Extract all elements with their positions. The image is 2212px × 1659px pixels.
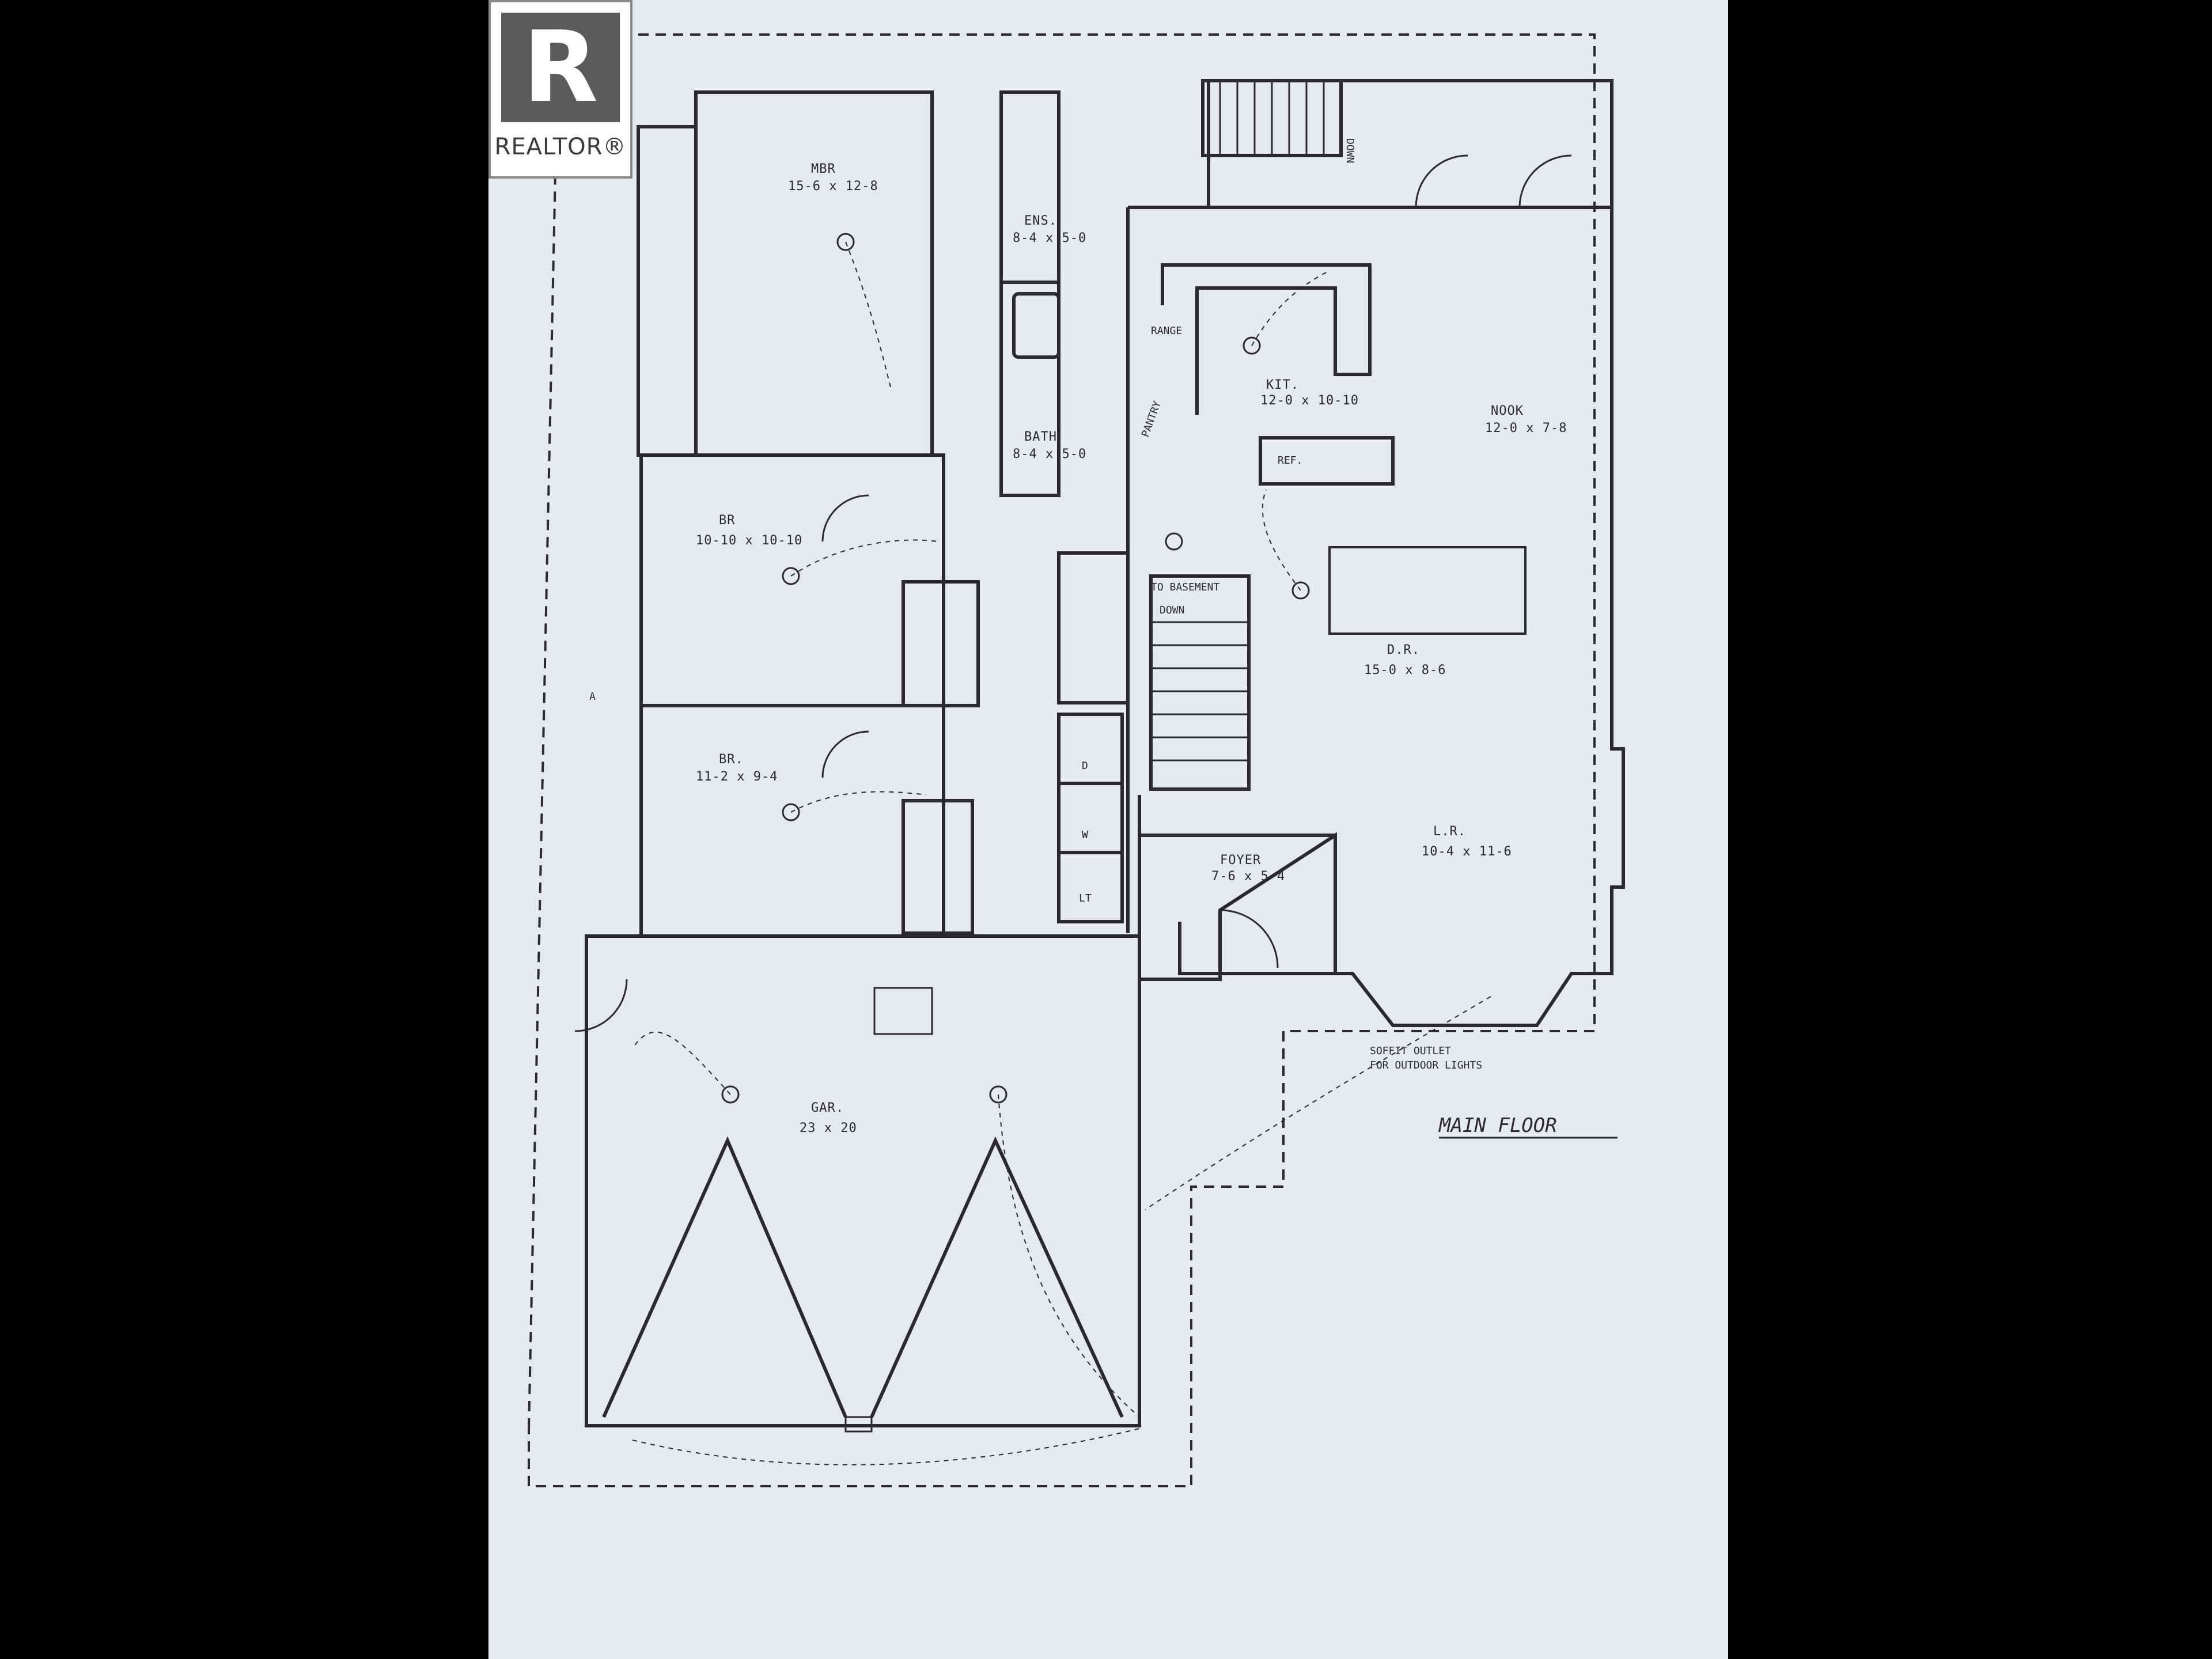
- note-outdoor-lights: FOR OUTDOOR LIGHTS: [1370, 1059, 1482, 1071]
- room-name-foyer: FOYER: [1220, 853, 1261, 868]
- note-ref: REF.: [1278, 454, 1302, 467]
- note-to-basement: TO BASEMENT: [1151, 581, 1219, 593]
- room-name-lr: L.R.: [1433, 824, 1466, 839]
- plan-title: MAIN FLOOR: [1438, 1114, 1557, 1137]
- wall-bath: [999, 281, 1060, 497]
- note-down-stair: DOWN: [1160, 604, 1184, 616]
- room-name-bath: BATH: [1024, 430, 1057, 444]
- wall-ensuite: [999, 90, 1060, 284]
- door-swing: [1415, 154, 1468, 208]
- wall-garage: [585, 934, 1141, 1427]
- realtor-logo: R REALTOR®: [488, 0, 632, 179]
- note-down-rear: DOWN: [1344, 138, 1356, 163]
- wall-kitchen-living: [1128, 206, 1625, 1027]
- room-name-ens: ENS.: [1024, 214, 1057, 228]
- room-size-foyer: 7-6 x 5-4: [1211, 869, 1285, 884]
- room-size-br1: 10-10 x 10-10: [696, 533, 802, 548]
- room-size-gar: 23 x 20: [800, 1121, 857, 1135]
- note-laundry-lt: LT: [1079, 892, 1092, 904]
- room-name-gar: GAR.: [811, 1101, 844, 1115]
- door-swing: [574, 979, 628, 1032]
- logo-wordmark: REALTOR®: [494, 134, 627, 160]
- hall-closet: [1057, 551, 1130, 704]
- floor-plan-drawing: MBR 15-6 x 12-8 ENS. 8-4 x 5-0 BATH 8-4 …: [528, 33, 1625, 1487]
- room-size-nook: 12-0 x 7-8: [1485, 421, 1567, 435]
- wall-mbr: [694, 90, 934, 457]
- bathtub: [1012, 292, 1060, 359]
- wall-bedroom-wing: [637, 125, 698, 457]
- door-swing: [1518, 154, 1572, 208]
- room-name-br1: BR: [719, 513, 736, 528]
- note-laundry-d: D: [1082, 760, 1088, 772]
- dining-table: [1328, 546, 1527, 635]
- garage-door-left: [602, 1136, 847, 1418]
- wall-north-deck: [1207, 79, 1613, 209]
- room-size-lr: 10-4 x 11-6: [1422, 844, 1512, 859]
- closet-br2: [902, 799, 974, 935]
- light-fixtures: [721, 233, 1310, 1104]
- room-name-br2: BR.: [719, 752, 744, 767]
- room-size-ens: 8-4 x 5-0: [1013, 231, 1086, 245]
- room-size-bath: 8-4 x 5-0: [1013, 447, 1086, 461]
- floor-plan-sheet: MBR 15-6 x 12-8 ENS. 8-4 x 5-0 BATH 8-4 …: [488, 0, 1728, 1659]
- laundry: [1057, 713, 1124, 923]
- note-range: RANGE: [1151, 325, 1182, 337]
- door-swing: [821, 494, 869, 542]
- wiring: [632, 241, 1491, 1465]
- wall-foyer: [1138, 795, 1337, 981]
- property-line: [528, 33, 1596, 1487]
- room-name-kit: KIT.: [1266, 378, 1299, 392]
- door-swing: [1219, 909, 1279, 968]
- property-line-left: [528, 63, 559, 1429]
- note-outlet-a: A: [589, 691, 596, 703]
- room-size-br2: 11-2 x 9-4: [696, 770, 778, 784]
- door-swing: [821, 730, 869, 778]
- room-size-mbr: 15-6 x 12-8: [788, 179, 878, 194]
- room-name-mbr: MBR: [811, 162, 836, 176]
- wall-br1: [639, 453, 945, 707]
- attic-hatch: [873, 987, 933, 1035]
- kitchen-counter: [1161, 263, 1372, 415]
- logo-letter: R: [522, 10, 599, 124]
- garage-post: [844, 1416, 873, 1433]
- room-name-dr: D.R.: [1387, 643, 1420, 657]
- realtor-r-icon: R: [501, 13, 620, 122]
- room-size-kit: 12-0 x 10-10: [1260, 393, 1359, 408]
- note-pantry: PANTRY: [1139, 399, 1164, 438]
- note-laundry-w: W: [1082, 829, 1088, 841]
- room-name-nook: NOOK: [1491, 404, 1524, 418]
- kitchen-island: [1259, 436, 1395, 486]
- room-size-dr: 15-0 x 8-6: [1364, 663, 1446, 677]
- note-soffit-outlet: SOFFIT OUTLET: [1370, 1045, 1451, 1057]
- closet-br1: [902, 580, 980, 707]
- garage-door-right: [870, 1136, 1124, 1418]
- stairs-down: [1149, 574, 1251, 791]
